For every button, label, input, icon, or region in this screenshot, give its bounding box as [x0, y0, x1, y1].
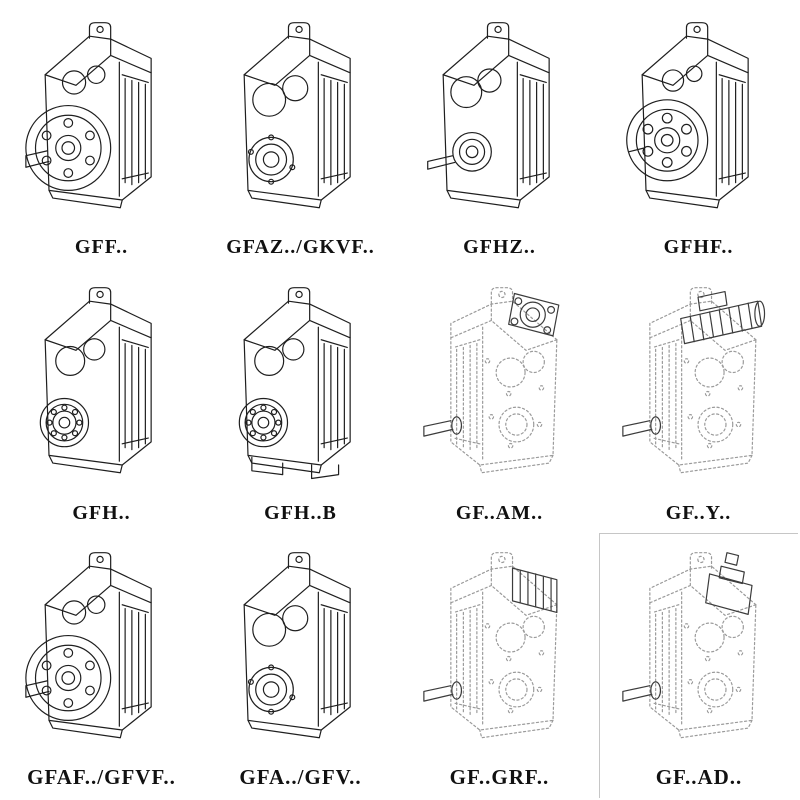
- gearbox-drawing: [402, 271, 597, 501]
- gearbox-drawing: [203, 537, 398, 765]
- catalog-cell-gfaz-gkvf: GFAZ../GKVF..: [201, 2, 400, 267]
- model-label: GF..AM..: [455, 501, 544, 524]
- catalog-cell-gfhf: GFHF..: [599, 2, 798, 267]
- gearbox-drawing: [402, 537, 597, 765]
- catalog-cell-gf-am: GF..AM..: [400, 267, 599, 532]
- catalog-cell-gfh: GFH..: [2, 267, 201, 532]
- gearbox-drawing: [203, 6, 398, 236]
- gearbox-drawing: [4, 537, 199, 765]
- gearbox-drawing: [4, 271, 199, 501]
- model-label: GFHZ..: [463, 236, 536, 259]
- catalog-cell-gfaf-gfvf: GFAF../GFVF..: [2, 533, 201, 798]
- gearbox-drawing: [602, 538, 796, 765]
- model-label: GFF..: [74, 236, 129, 259]
- model-label: GFA../GFV..: [239, 765, 362, 789]
- gearbox-drawing: [402, 6, 597, 236]
- catalog-cell-gf-ad: GF..AD..: [599, 532, 798, 798]
- catalog-cell-gf-grf: GF..GRF..: [400, 533, 599, 798]
- model-label: GFHF..: [663, 236, 734, 259]
- gearbox-drawing: [601, 271, 796, 501]
- gearbox-drawing: [4, 6, 199, 236]
- gearbox-drawing: [203, 271, 398, 501]
- model-label: GFAZ../GKVF..: [226, 236, 375, 259]
- model-label: GFAF../GFVF..: [27, 765, 176, 789]
- model-label: GF..GRF..: [449, 765, 550, 789]
- gearbox-drawing: [601, 6, 796, 236]
- catalog-cell-gfhz: GFHZ..: [400, 2, 599, 267]
- catalog-cell-gfh-b: GFH..B: [201, 267, 400, 532]
- model-label: GFH..B: [264, 501, 337, 524]
- catalog-cell-gff: GFF..: [2, 2, 201, 267]
- catalog-cell-gfa-gfv: GFA../GFV..: [201, 533, 400, 798]
- model-label: GFH..: [72, 501, 131, 524]
- catalog-cell-gf-y: GF..Y..: [599, 267, 798, 532]
- model-label: GF..AD..: [655, 765, 743, 789]
- model-label: GF..Y..: [665, 501, 732, 524]
